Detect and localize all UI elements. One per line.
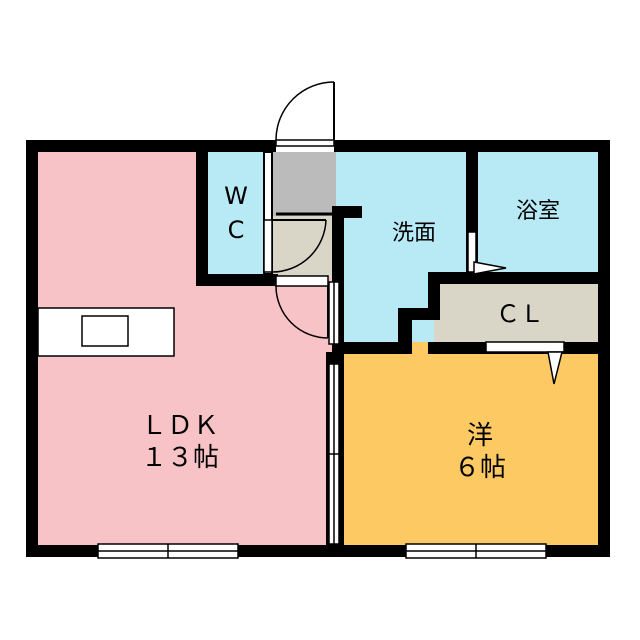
sliding-door-ldk-western bbox=[326, 363, 342, 545]
sliding-door-ldk-hall bbox=[328, 281, 340, 345]
sink-icon bbox=[81, 315, 129, 347]
entrance-floor bbox=[270, 146, 338, 216]
wc-door bbox=[263, 219, 327, 273]
wc-label-line2: C bbox=[228, 216, 245, 244]
window-ldk-bottom bbox=[97, 543, 239, 559]
wc-floor bbox=[202, 146, 270, 278]
kitchen-counter bbox=[37, 307, 175, 357]
western-label-line2: ６帖 bbox=[454, 453, 506, 483]
wc-label-line1: W bbox=[224, 182, 248, 210]
western-room-floor bbox=[336, 342, 604, 548]
washroom-label: 洗面 bbox=[392, 221, 436, 246]
bathroom-door bbox=[467, 231, 507, 275]
hall-door bbox=[275, 275, 329, 339]
western-label-line1: 洋 bbox=[467, 421, 493, 451]
entrance-step bbox=[263, 151, 273, 275]
closet-door bbox=[485, 341, 565, 385]
window-western-bottom bbox=[405, 543, 547, 559]
entry-door bbox=[275, 81, 335, 152]
bathroom-floor bbox=[470, 146, 604, 278]
hall-floor bbox=[270, 216, 338, 278]
ldk-label-line2: １３帖 bbox=[141, 443, 219, 473]
closet-label: ＣＬ bbox=[496, 300, 544, 328]
bathroom-label: 浴室 bbox=[516, 199, 560, 224]
ldk-label-line1: ＬＤＫ bbox=[141, 411, 219, 441]
closet-floor bbox=[434, 282, 604, 342]
